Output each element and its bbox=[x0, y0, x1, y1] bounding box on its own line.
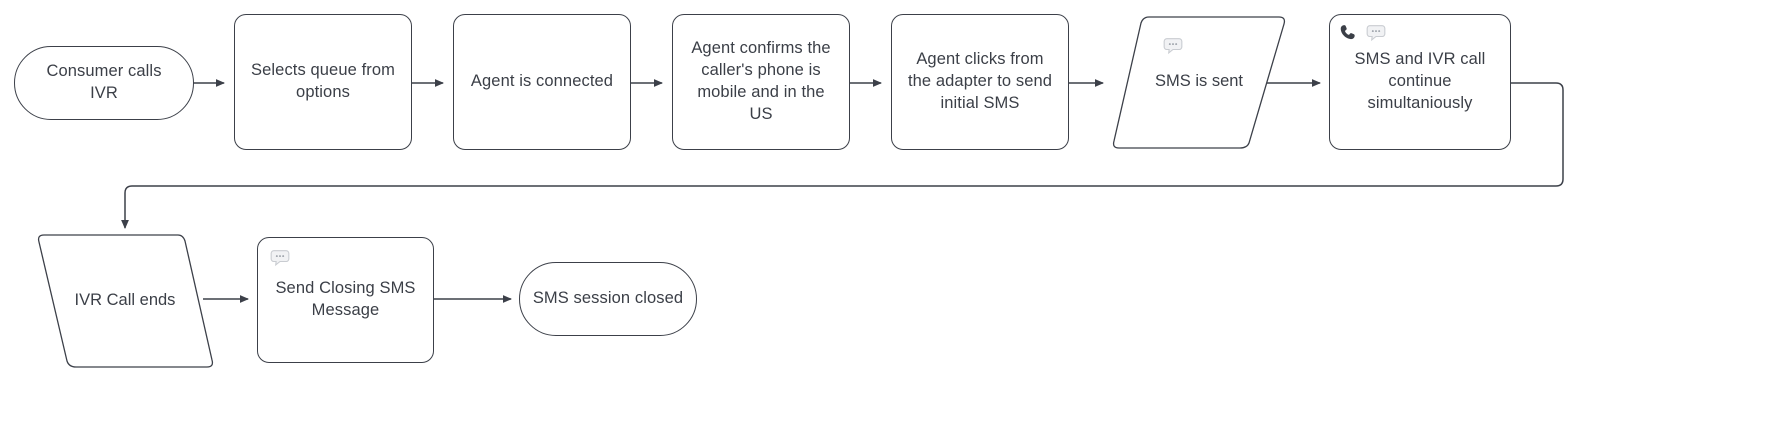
node-label: Agent clicks from the adapter to send in… bbox=[907, 50, 1053, 112]
node-sms-session-closed[interactable]: SMS session closed bbox=[519, 262, 697, 336]
node-consumer-calls-ivr[interactable]: Consumer calls IVR bbox=[14, 46, 194, 120]
node-send-closing-sms-message[interactable]: Send Closing SMS Message bbox=[257, 237, 434, 363]
node-agent-is-connected[interactable]: Agent is connected bbox=[453, 14, 631, 150]
sms-bubble-icon bbox=[1163, 36, 1183, 56]
node-label: Agent is connected bbox=[470, 72, 614, 91]
node-label: SMS is sent bbox=[1154, 72, 1244, 91]
node-agent-confirms-phone[interactable]: Agent confirms the caller's phone is mob… bbox=[672, 14, 850, 150]
node-sms-and-ivr-continue[interactable]: SMS and IVR call continue simultaniously bbox=[1329, 14, 1511, 150]
node-ivr-call-ends[interactable]: IVR Call ends bbox=[32, 231, 218, 371]
node-agent-clicks-adapter[interactable]: Agent clicks from the adapter to send in… bbox=[891, 14, 1069, 150]
parallelogram-shape bbox=[37, 234, 214, 368]
sms-bubble-icon bbox=[1366, 23, 1386, 43]
node-label: Agent confirms the caller's phone is mob… bbox=[691, 39, 831, 123]
node-label: Selects queue from options bbox=[251, 61, 395, 101]
node-label: Send Closing SMS Message bbox=[275, 279, 416, 319]
node-label: SMS and IVR call continue simultaniously bbox=[1354, 50, 1486, 112]
node-selects-queue-from-options[interactable]: Selects queue from options bbox=[234, 14, 412, 150]
phone-icon bbox=[1339, 23, 1359, 43]
node-label: IVR Call ends bbox=[74, 291, 176, 310]
parallelogram-shape bbox=[1112, 16, 1286, 149]
sms-bubble-icon bbox=[270, 248, 290, 268]
node-sms-is-sent[interactable]: SMS is sent bbox=[1110, 14, 1288, 150]
node-label: Consumer calls IVR bbox=[46, 62, 162, 102]
node-label: SMS session closed bbox=[532, 289, 684, 308]
